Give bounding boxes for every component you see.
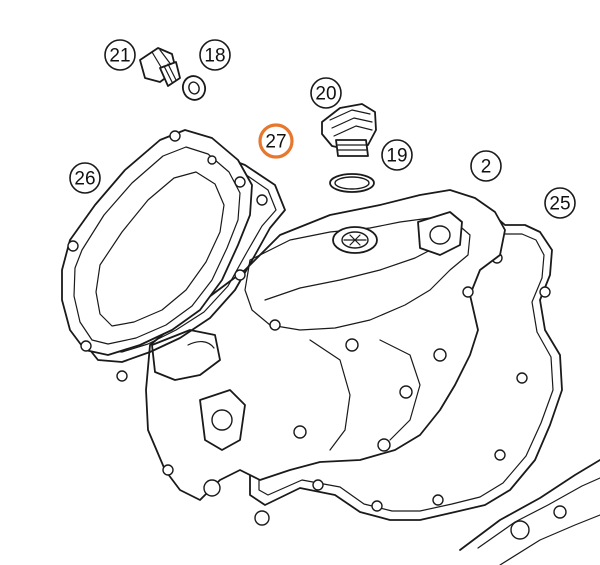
callout-21-label: 21 xyxy=(109,46,130,67)
callout-27[interactable]: 27 xyxy=(258,123,294,159)
part-2-clutch-cover[interactable] xyxy=(145,189,506,501)
callout-18[interactable]: 18 xyxy=(199,39,231,71)
callout-19-label: 19 xyxy=(386,146,407,167)
callout-18-label: 18 xyxy=(204,46,225,67)
callout-26[interactable]: 26 xyxy=(69,162,101,194)
callout-19[interactable]: 19 xyxy=(381,139,413,171)
callout-21[interactable]: 21 xyxy=(104,39,136,71)
callout-20-label: 20 xyxy=(315,84,336,105)
part-19-o-ring[interactable] xyxy=(329,173,375,193)
callout-20[interactable]: 20 xyxy=(310,77,342,109)
callout-27-label: 27 xyxy=(265,132,286,153)
callout-26-label: 26 xyxy=(74,169,95,190)
part-21-drain-screw[interactable] xyxy=(139,47,181,87)
callout-2[interactable]: 2 xyxy=(470,150,502,182)
callout-2-label: 2 xyxy=(481,157,492,178)
callout-25-label: 25 xyxy=(549,194,570,215)
part-18-washer[interactable] xyxy=(180,73,209,103)
callout-25[interactable]: 25 xyxy=(544,187,576,219)
adjacent-part-fragment xyxy=(459,459,600,565)
part-26-outer-cover[interactable] xyxy=(61,129,253,356)
part-20-filler-plug[interactable] xyxy=(321,103,377,157)
